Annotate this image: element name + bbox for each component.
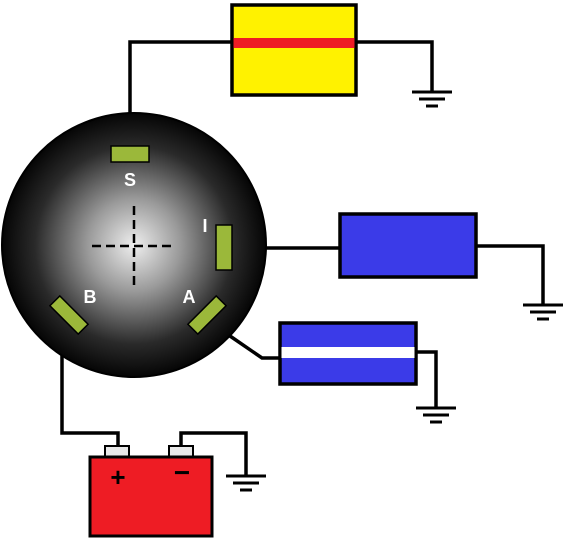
ignition-device	[338, 212, 478, 279]
battery-body	[88, 455, 214, 538]
starter-stripe	[233, 38, 355, 48]
wire-battery-to-ground	[179, 431, 248, 476]
battery: + −	[88, 445, 214, 538]
terminal-i-label: I	[202, 216, 207, 236]
ground-symbol-icon	[523, 303, 563, 321]
crosshair-icon	[92, 206, 176, 286]
accessory-device	[278, 321, 418, 386]
wire-a-to-accessory	[229, 334, 280, 360]
ground-symbol-icon	[226, 474, 266, 492]
terminal-b-label: B	[84, 287, 97, 307]
terminal-s-label: S	[124, 170, 136, 190]
terminal-a	[186, 294, 228, 336]
starter-device	[230, 3, 358, 97]
wire-accessory-to-ground	[416, 350, 438, 408]
accessory-stripe	[281, 347, 415, 358]
ground-symbol-icon	[412, 90, 452, 108]
terminal-a-label: A	[183, 287, 196, 307]
battery-negative-sign: −	[174, 457, 190, 488]
ground-symbol-icon	[416, 406, 456, 424]
wire-ignition-to-ground	[476, 244, 545, 305]
ignition-switch: S I A B	[1, 112, 267, 378]
wire-starter-to-ground	[356, 40, 434, 92]
terminal-s	[110, 145, 150, 163]
terminal-i	[215, 224, 233, 271]
battery-positive-sign: +	[110, 462, 125, 492]
terminal-b	[48, 294, 90, 336]
